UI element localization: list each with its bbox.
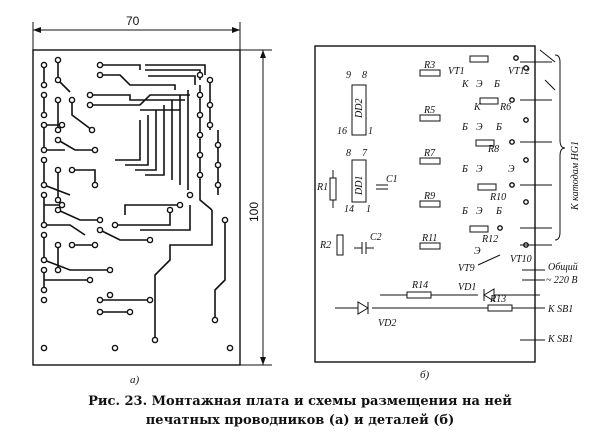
dd2-pin-8: 8	[362, 70, 367, 81]
dd2-label: DD2	[354, 99, 365, 119]
left-traces	[40, 56, 114, 294]
dd2-pin-16: 16	[337, 126, 347, 137]
common-label: Общий	[548, 262, 578, 273]
sb1-top-label: К SB1	[547, 304, 573, 315]
bus-traces	[40, 61, 234, 352]
dd2-ic: 9 8 1 16 DD2	[337, 70, 373, 137]
vt9-label: VT9	[458, 263, 475, 274]
pin-k-2: К	[473, 102, 482, 113]
dd1-pin-8: 8	[346, 148, 351, 159]
power-section: R14 VD1 R13 VD2	[335, 280, 540, 329]
r10-label: R10	[489, 192, 506, 203]
dd2-pin-1: 1	[368, 126, 373, 137]
vd2-label: VD2	[378, 318, 396, 329]
dd1-ic: 8 7 14 1 DD1	[344, 148, 371, 215]
dd1-pin-14: 14	[344, 204, 354, 215]
pin-e-4: Э	[476, 164, 483, 175]
panel-a-pcb: 70 100	[32, 14, 272, 386]
r12-label: R12	[481, 234, 498, 245]
pin-e-2: Э	[476, 122, 483, 133]
r8-label: R8	[487, 144, 499, 155]
r13-label: R13	[489, 294, 506, 305]
panel-b-sublabel: б)	[420, 369, 430, 381]
board-outline-b	[314, 45, 536, 363]
dd1-label: DD1	[354, 176, 365, 196]
vd1-label: VD1	[458, 282, 476, 293]
pin-b-4: Б	[461, 164, 468, 175]
pin-e-5: Э	[508, 164, 515, 175]
height-dimension-label: 100	[247, 202, 261, 222]
hg1-connections: К катодам HG1	[520, 49, 581, 246]
r2-label: R2	[319, 240, 331, 251]
c1-label: C1	[386, 174, 398, 185]
caption-line-1: Рис. 23. Монтажная плата и схемы размеще…	[88, 394, 512, 409]
pin-e-6: Э	[476, 206, 483, 217]
r5-label: R5	[423, 105, 435, 116]
vt12-label: VT12	[508, 66, 530, 77]
dd1-pin-7: 7	[362, 148, 368, 159]
r11-label: R11	[421, 233, 437, 244]
r3-label: R3	[423, 60, 435, 71]
pin-e-7: Э	[474, 246, 481, 257]
r1-label: R1	[316, 182, 328, 193]
pin-k-1: К	[461, 79, 470, 90]
panel-b-layout: 9 8 1 16 DD2 8 7 14 1 DD1 R1 C1 R2	[314, 45, 581, 381]
pin-b-6: Б	[495, 206, 502, 217]
transistor-area: VT1 VT12 R6 R8 R10 R12 VT9 VT10 К Э Б К …	[448, 55, 532, 274]
resistor-ladder: R3 R5 R7 R9 R11	[419, 60, 441, 250]
r6-label: R6	[499, 102, 511, 113]
r9-label: R9	[423, 191, 435, 202]
dd2-pin-9: 9	[346, 70, 351, 81]
pin-b-3: Б	[495, 122, 502, 133]
r1-resistor: R1	[316, 170, 337, 208]
figure-caption: Рис. 23. Монтажная плата и схемы размеще…	[0, 392, 600, 430]
ac220-label: ~ 220 В	[546, 275, 578, 286]
board-outline-a	[32, 49, 241, 366]
c2-capacitor: C2	[354, 232, 382, 254]
hg1-label: К катодам HG1	[570, 141, 581, 211]
sb1-bottom-label: К SB1	[547, 334, 573, 345]
vt1-label: VT1	[448, 66, 465, 77]
r7-label: R7	[423, 148, 436, 159]
panel-a-sublabel: а)	[130, 374, 140, 386]
height-dimension: 100	[240, 49, 272, 366]
c2-label: C2	[370, 232, 382, 243]
caption-line-2: печатных проводников (а) и деталей (б)	[145, 413, 455, 428]
vt10-label: VT10	[510, 254, 532, 265]
pin-b-1: Б	[493, 79, 500, 90]
dd1-pin-1: 1	[366, 204, 371, 215]
r2-resistor: R2	[319, 234, 344, 256]
width-dimension-label: 70	[126, 14, 140, 28]
width-dimension: 70	[32, 14, 241, 52]
r14-label: R14	[411, 280, 428, 291]
pin-b-2: Б	[461, 122, 468, 133]
pin-e-1: Э	[476, 79, 483, 90]
c1-capacitor: C1	[376, 174, 398, 190]
pin-b-5: Б	[461, 206, 468, 217]
